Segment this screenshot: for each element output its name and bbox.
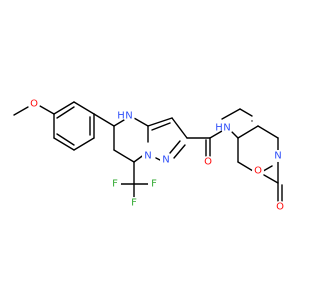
- atom-label-methoxy-oxygen: O: [30, 99, 38, 110]
- atom-label-ring-nitrogen: N: [125, 111, 132, 122]
- atom-label-fluorine-2: F: [131, 198, 137, 209]
- bond: [73, 101, 95, 115]
- bond: [209, 130, 223, 139]
- atom-bg: [28, 98, 40, 110]
- bond: [171, 117, 188, 139]
- bond: [151, 122, 171, 131]
- bond: [147, 117, 173, 127]
- atom-label-layer: O N H N N O N H N O O F F F: [28, 98, 286, 213]
- atom-bg: [272, 150, 284, 162]
- atom-bg: [148, 178, 160, 190]
- atom-bg: [252, 165, 264, 177]
- atom-label-amide-nitrogen: N: [223, 123, 230, 134]
- bond: [239, 108, 253, 117]
- atom-label-piperidine-nitrogen: N: [274, 151, 281, 162]
- bond: [263, 174, 279, 184]
- atom-label-pyrazole-nitrogen-1: N: [144, 151, 151, 162]
- atom-label-amide-hydrogen: H: [215, 123, 223, 134]
- bond: [73, 137, 95, 151]
- atom-bg: [128, 197, 140, 209]
- bond: [169, 140, 181, 154]
- bond: [56, 106, 75, 119]
- bond: [155, 157, 161, 161]
- atom-bg: [123, 110, 135, 122]
- atom-bg: [274, 201, 286, 213]
- bond: [93, 113, 115, 127]
- bond: [53, 137, 75, 151]
- atom-label-ring-nh-hydrogen: H: [117, 111, 125, 122]
- bond: [39, 105, 55, 115]
- atom-bg: [142, 150, 154, 162]
- atom-label-pyrazole-nitrogen-2: N: [162, 155, 169, 166]
- molecule-diagram: O N H N N O N H N O O F F F: [13, 98, 286, 213]
- atom-label-amide-oxygen: O: [204, 157, 212, 168]
- bond: [221, 108, 241, 120]
- atom-bg: [160, 154, 172, 166]
- atom-label-ester-oxygen: O: [254, 166, 262, 177]
- atom-bg: [202, 156, 214, 168]
- atom-bg: [221, 122, 233, 134]
- atom-label-fluorine-1: F: [112, 179, 118, 190]
- atom-label-fluorine-3: F: [151, 179, 157, 190]
- bond: [113, 119, 125, 127]
- chemical-structure-canvas: O N H N N O N H N O O F F F: [13, 98, 286, 213]
- bond: [231, 131, 239, 139]
- bond: [133, 117, 149, 127]
- bond: [13, 106, 29, 116]
- atom-bg: [109, 178, 121, 190]
- bond: [113, 149, 135, 163]
- bond: [257, 125, 279, 139]
- bond: [53, 101, 75, 115]
- bond: [173, 144, 186, 159]
- bond: [237, 125, 259, 139]
- bond: [56, 133, 75, 146]
- atom-label-carbamate-oxygen: O: [276, 202, 284, 213]
